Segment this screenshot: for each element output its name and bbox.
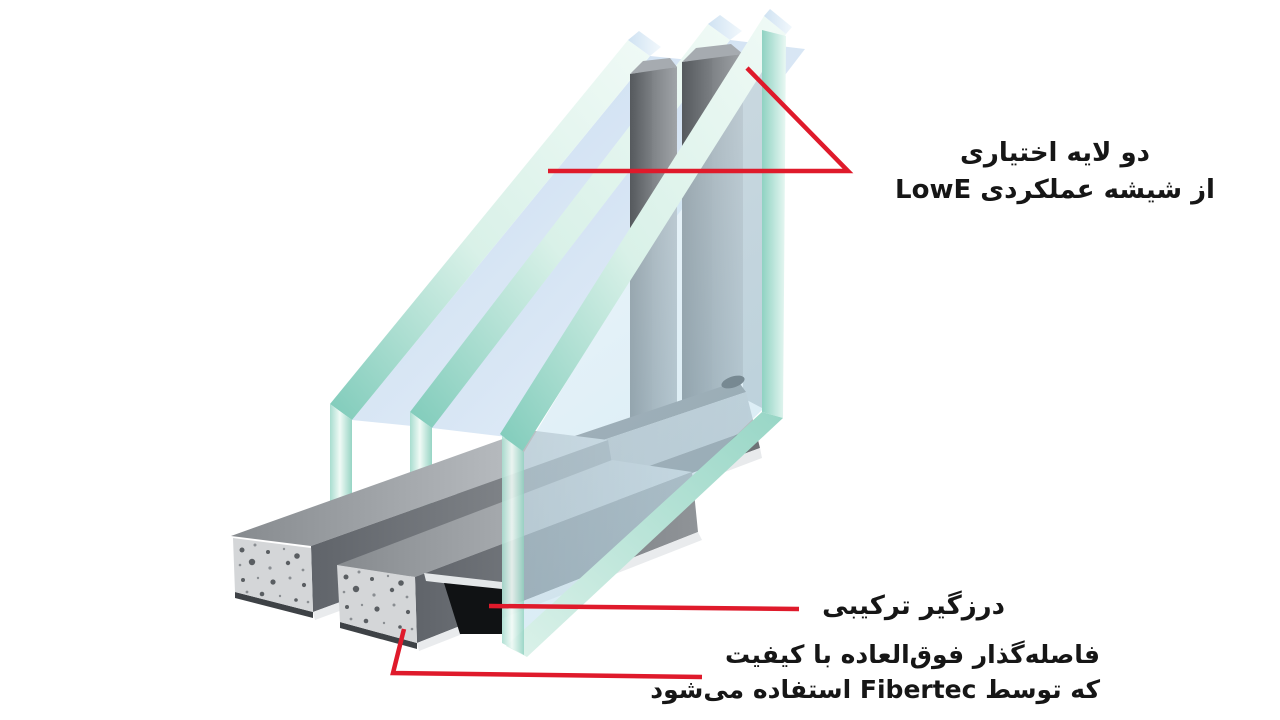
callout-lines bbox=[390, 66, 854, 680]
label-lowe-line2: از شیشه عملکردی LowE bbox=[895, 175, 1215, 205]
label-fibertec-spacer: فاصله‌گذار فوق‌العاده با کیفیت که توسط F… bbox=[650, 637, 1100, 707]
sealant-silver-strip bbox=[424, 573, 502, 590]
callout-line-lowe bbox=[548, 66, 854, 174]
composite-sealant bbox=[424, 573, 502, 634]
pane-2-tip-cap bbox=[708, 15, 742, 40]
pane-3-top-edge bbox=[500, 16, 786, 452]
label-sealant-text: درزگیر ترکیبی bbox=[822, 591, 1005, 621]
pane-1-front-edge bbox=[330, 404, 352, 520]
pane-3-right-edge bbox=[762, 30, 786, 418]
pane-3-bottom-edge bbox=[506, 412, 783, 657]
label-spacer-line2: که توسط Fibertec استفاده می‌شود bbox=[650, 675, 1100, 704]
sealant-black-body bbox=[444, 583, 502, 634]
label-spacer-line1: فاصله‌گذار فوق‌العاده با کیفیت bbox=[725, 640, 1100, 669]
pane-3-front-edge bbox=[502, 436, 524, 655]
bar-2-end-face bbox=[337, 565, 417, 643]
label-lowe-line1: دو لایه اختیاری bbox=[960, 138, 1150, 168]
bar-2-desiccant-speckles bbox=[342, 570, 414, 631]
pane-3-tip-cap bbox=[764, 9, 792, 34]
callout-line-sealant bbox=[488, 603, 800, 612]
glass-pane-3 bbox=[500, 9, 792, 657]
label-composite-sealant: درزگیر ترکیبی bbox=[790, 589, 1005, 623]
bar-2-bottom-edge bbox=[340, 622, 417, 649]
bar-1-desiccant-speckles bbox=[238, 543, 310, 604]
spacer-block-2-top bbox=[682, 44, 743, 62]
pane-3-face bbox=[524, 58, 762, 642]
callout-line-spacer bbox=[390, 628, 703, 680]
pane-1-top-edge bbox=[330, 40, 650, 420]
label-lowe-glass: دو لایه اختیاری از شیشه عملکردی LowE bbox=[880, 135, 1230, 209]
pane-1-tip-cap bbox=[628, 31, 661, 56]
bar-1-end-face bbox=[233, 538, 313, 612]
bar-1-bottom-edge bbox=[235, 592, 313, 618]
spacer-block-1-top bbox=[630, 58, 677, 74]
